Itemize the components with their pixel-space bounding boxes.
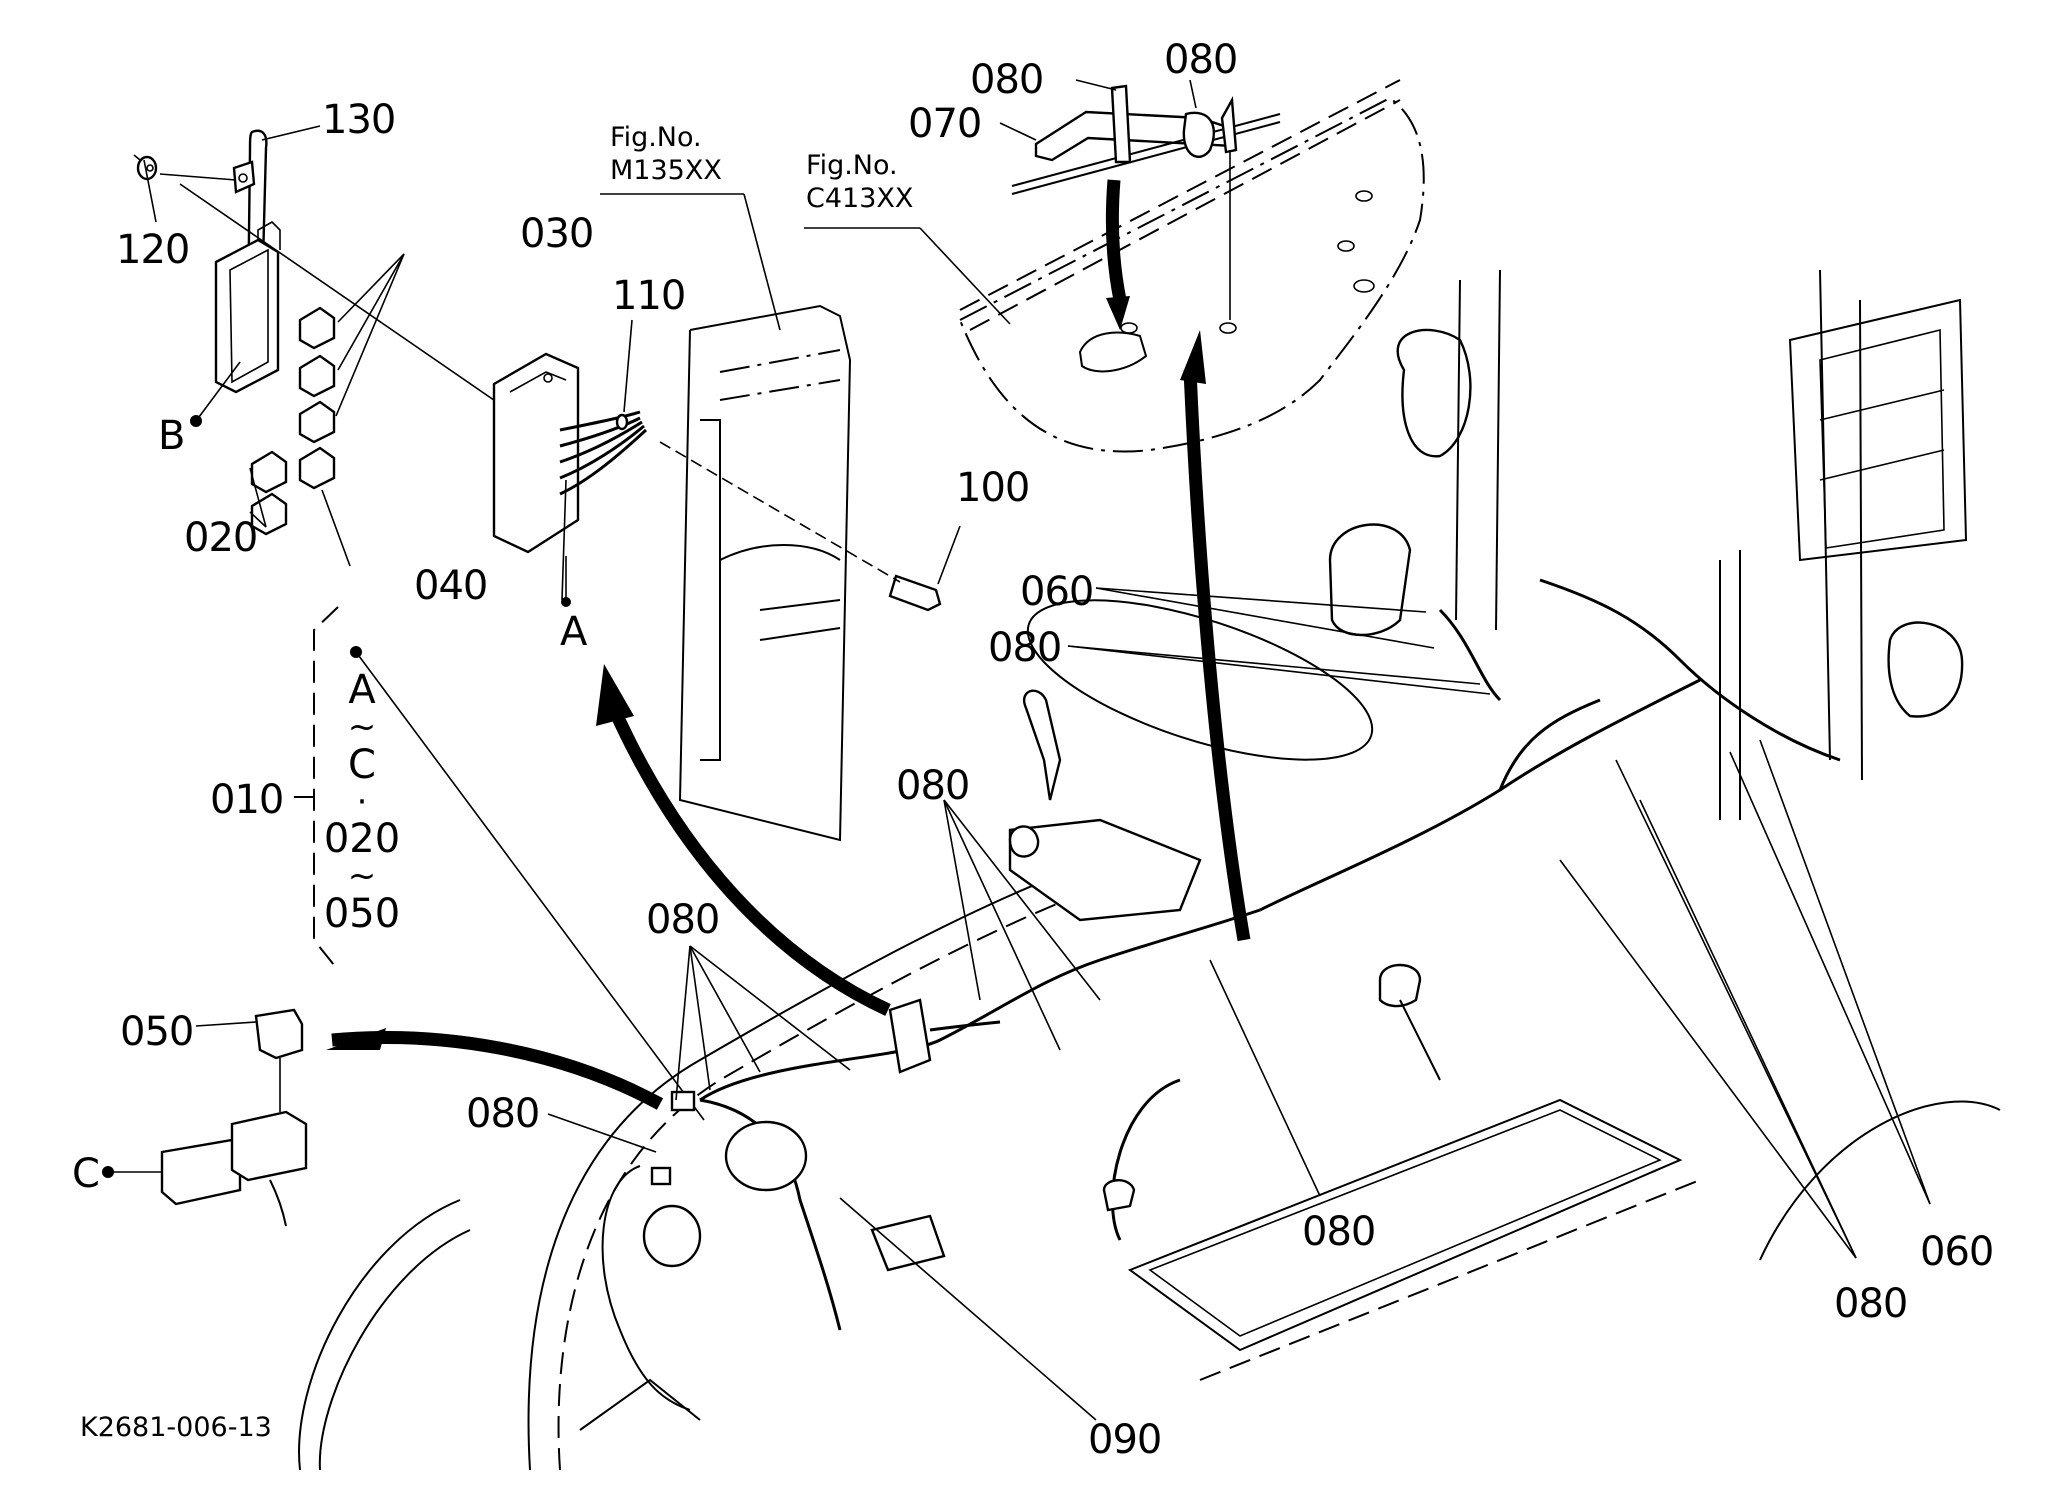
shift-lever — [1023, 689, 1062, 801]
front-tire — [298, 1199, 461, 1471]
fuse-box-c — [160, 1138, 242, 1206]
figure-ref-m135xx: Fig.No. M135XX — [610, 122, 722, 186]
fuse-050 — [254, 1008, 304, 1060]
relay-box-lower — [670, 1090, 696, 1112]
floor-step — [1127, 1098, 1683, 1352]
arrow-to-floor — [1105, 179, 1127, 302]
key-switch — [1008, 825, 1040, 858]
drawing-code: K2681-006-13 — [80, 1412, 272, 1443]
callout-b: B — [158, 413, 185, 459]
floor-plate-c413 — [958, 96, 1425, 453]
leader-060-mid — [1095, 587, 1427, 613]
callout-080-top-right: 080 — [1164, 37, 1238, 83]
figure-ref-c413xx: Fig.No. C413XX — [806, 150, 914, 214]
callout-080-center: 080 — [896, 763, 970, 809]
callout-080-top-left: 080 — [970, 57, 1044, 103]
relay-module-a — [492, 352, 580, 554]
callout-040: 040 — [414, 563, 488, 609]
callout-080-lower-left: 080 — [466, 1091, 540, 1137]
rear-lamp-right — [1887, 621, 1964, 718]
relay-module-lower — [888, 998, 932, 1074]
callout-130: 130 — [322, 97, 396, 143]
dash-panel-m135 — [678, 304, 852, 842]
leader-080-mid — [1067, 645, 1481, 685]
callout-a: A — [560, 609, 587, 655]
callout-120: 120 — [116, 227, 190, 273]
arrow-module-a — [604, 697, 891, 1016]
callout-080-lower-left-group: 080 — [646, 897, 720, 943]
callout-090: 090 — [1088, 1417, 1162, 1463]
callout-060-right: 060 — [1920, 1229, 1994, 1275]
callout-020: 020 — [184, 515, 258, 561]
fuel-sender — [1378, 963, 1422, 1008]
clamp-080-b — [1182, 111, 1215, 158]
arrow-up-to-plate — [1183, 369, 1251, 942]
rops-frame — [1455, 269, 1863, 781]
callout-080-right: 080 — [1834, 1281, 1908, 1327]
callout-030: 030 — [520, 211, 594, 257]
meter-panel — [1008, 818, 1202, 922]
grille — [1788, 298, 1968, 562]
callout-080-bottom-center: 080 — [1302, 1209, 1376, 1255]
callout-060-mid: 060 — [1020, 569, 1094, 615]
group-bracket-010 — [313, 606, 339, 971]
starter — [642, 1204, 702, 1268]
clamp-080-a — [1110, 84, 1132, 164]
fuse-040 — [298, 446, 336, 490]
callout-050: 050 — [120, 1009, 194, 1055]
sensor — [1102, 1179, 1136, 1212]
fuses-030 — [298, 306, 336, 444]
harness-loop — [601, 1165, 691, 1411]
solenoid-090 — [870, 1214, 946, 1272]
callout-080-mid: 080 — [988, 625, 1062, 671]
bracket-tab-top — [232, 160, 256, 194]
callout-c: C — [72, 1151, 100, 1197]
callout-070: 070 — [908, 101, 982, 147]
bolt-100 — [888, 574, 942, 612]
fuel-cap — [1328, 523, 1412, 637]
wire-harness-front — [699, 908, 1261, 1102]
tractor-hood — [527, 859, 1101, 1471]
rear-tire — [1759, 1100, 2001, 1261]
callout-110: 110 — [612, 273, 686, 319]
alternator — [724, 1120, 808, 1192]
steering-wheel — [1026, 599, 1374, 761]
rear-lamp-left — [1396, 328, 1472, 458]
assembly-group-contents: A ~ C · 020 ~ 050 — [323, 667, 401, 937]
callout-100: 100 — [956, 465, 1030, 511]
callout-010: 010 — [210, 777, 284, 823]
